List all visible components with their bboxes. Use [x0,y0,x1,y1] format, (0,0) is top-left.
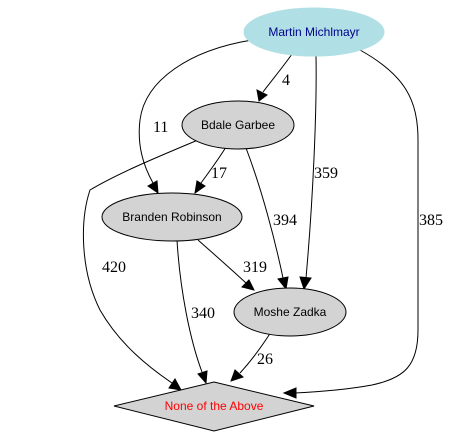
arrowhead [230,369,244,382]
node-martin[interactable]: Martin Michlmayr [243,7,385,57]
edge-label-martin-moshe: 359 [314,165,338,182]
arrowhead [194,180,206,195]
node-shape [233,287,347,337]
arrowhead [282,387,297,399]
edge-martin-branden: 11 [138,39,253,195]
arrowhead [197,370,208,385]
edge-bdale-moshe: 394 [245,147,297,291]
node-label: Martin Michlmayr [268,25,359,39]
node-shape [113,381,315,432]
edge-branden-none: 340 [176,239,215,385]
edge-label-moshe-none: 26 [257,351,273,368]
node-label: None of the Above [165,399,264,413]
edge-path [138,39,253,184]
node-branden[interactable]: Branden Robinson [101,192,243,242]
edge-bdale-branden: 17 [194,146,227,195]
arrowhead [241,279,255,291]
edge-label-bdale-moshe: 394 [273,212,297,229]
edge-label-martin-bdale: 4 [282,72,290,89]
node-label: Branden Robinson [122,210,221,224]
node-moshe[interactable]: Moshe Zadka [233,287,347,337]
edge-path [82,139,199,384]
arrowhead [277,276,289,291]
edge-label-bdale-none: 420 [102,259,126,276]
edge-label-martin-branden: 11 [153,119,168,136]
edge-label-bdale-branden: 17 [211,165,227,182]
node-shape [101,192,243,242]
arrowhead [147,180,159,195]
edge-martin-moshe: 359 [299,55,338,291]
edge-label-branden-moshe: 319 [243,259,267,276]
node-bdale[interactable]: Bdale Garbee [181,100,295,150]
node-shape [181,100,295,150]
edge-label-martin-none: 385 [419,212,443,229]
edge-path [305,55,317,279]
edge-path [239,331,272,374]
edge-martin-bdale: 4 [256,53,293,102]
edge-path [245,147,284,279]
arrowhead [256,89,268,102]
arrowhead [168,378,182,391]
edge-martin-none: 385 [282,49,443,399]
edge-path [294,49,419,394]
node-label: Bdale Garbee [201,118,275,132]
arrowhead [299,276,312,291]
node-shape [243,7,385,57]
edge-label-branden-none: 340 [191,305,215,322]
edge-path [262,53,293,93]
edge-path [197,239,247,284]
node-label: Moshe Zadka [254,305,327,319]
edge-moshe-none: 26 [230,331,273,382]
edge-bdale-none: 420 [82,139,199,391]
edge-path [176,239,203,373]
node-none-of-the-above[interactable]: None of the Above [113,381,315,432]
edge-branden-moshe: 319 [197,239,267,291]
edge-path [200,146,227,184]
